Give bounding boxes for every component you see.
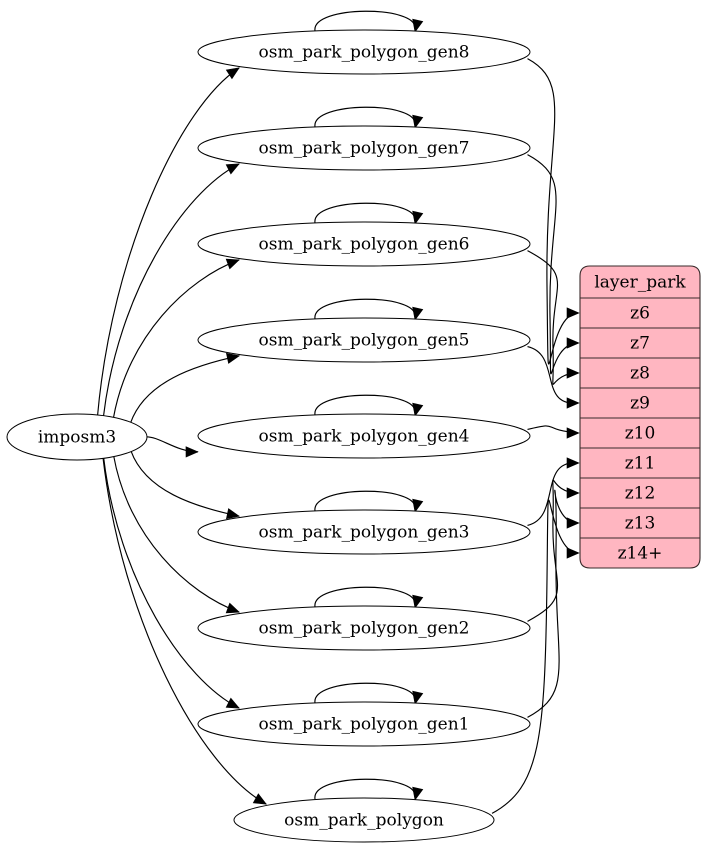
self-loop-gen4	[314, 394, 416, 416]
arrowhead-imposm3-to-gen4	[185, 446, 199, 458]
node-gen2[interactable]	[197, 605, 531, 651]
layer-park-row-z14+[interactable]: z14+	[618, 544, 663, 564]
edge-imposm3-to-base	[102, 457, 267, 805]
node-gen8-label: osm_park_polygon_gen8	[259, 43, 470, 63]
node-base-label: osm_park_polygon	[284, 811, 444, 831]
self-loop-gen3	[314, 490, 416, 512]
node-gen6[interactable]	[197, 221, 531, 267]
arrowhead-gen1-to-z13	[566, 517, 580, 529]
arrowhead-gen2-to-z12	[566, 487, 580, 499]
layer-park-row-z10[interactable]: z10	[625, 424, 656, 444]
arrowhead-imposm3-to-gen6	[225, 258, 240, 270]
arrowhead-gen8-to-z6	[566, 307, 580, 319]
arrowhead-self-loop-gen5	[412, 306, 424, 321]
edge-imposm3-to-gen5	[129, 355, 240, 424]
self-loop-base	[314, 778, 416, 800]
arrowhead-self-loop-gen1	[412, 690, 424, 705]
arrowhead-imposm3-to-gen8	[225, 67, 240, 80]
edge-imposm3-to-gen2	[113, 455, 240, 613]
self-loop-gen1	[314, 682, 416, 704]
arrowhead-gen4-to-z10	[566, 427, 580, 439]
arrowhead-self-loop-gen3	[412, 498, 424, 513]
layer-park-row-z9[interactable]: z9	[630, 394, 650, 414]
arrowhead-imposm3-to-base	[252, 793, 267, 805]
edge-gen7-to-z7	[527, 154, 579, 375]
layer-park-header-label: layer_park	[594, 273, 686, 293]
self-loop-gen8	[314, 10, 416, 32]
edge-imposm3-to-gen6	[112, 259, 240, 419]
node-gen8[interactable]	[197, 29, 531, 75]
arrowhead-self-loop-gen8	[412, 18, 424, 33]
node-imposm3[interactable]	[6, 413, 148, 461]
arrowhead-imposm3-to-gen3	[226, 508, 240, 520]
arrowhead-imposm3-to-gen1	[225, 697, 240, 709]
edge-base-to-z14+	[491, 499, 579, 814]
edge-imposm3-to-gen8	[96, 67, 240, 416]
edge-gen1-to-z13	[527, 489, 579, 718]
arrowhead-gen5-to-z9	[566, 397, 580, 409]
node-gen6-label: osm_park_polygon_gen6	[259, 235, 470, 255]
node-gen5[interactable]	[197, 317, 531, 363]
arrowhead-gen7-to-z7	[566, 337, 580, 349]
edge-imposm3-to-gen7	[102, 163, 240, 417]
arrowhead-gen6-to-z8	[566, 367, 580, 379]
nodes-layer: imposm3 osm_park_polygon_gen8 osm_park_pol…	[6, 29, 531, 843]
edge-gen2-to-z12	[527, 479, 579, 622]
node-gen3[interactable]	[197, 509, 531, 555]
node-gen5-label: osm_park_polygon_gen5	[259, 331, 470, 351]
arrowhead-imposm3-to-gen5	[225, 352, 240, 364]
arrowhead-gen3-to-z11	[566, 457, 580, 469]
arrowhead-imposm3-to-gen2	[225, 602, 240, 614]
self-loop-gen2	[314, 586, 416, 608]
node-gen2-label: osm_park_polygon_gen2	[259, 619, 470, 639]
arrowhead-self-loop-gen2	[412, 594, 424, 609]
node-gen7-label: osm_park_polygon_gen7	[259, 139, 470, 159]
node-gen7[interactable]	[197, 125, 531, 171]
node-base[interactable]	[233, 797, 495, 843]
node-gen4[interactable]	[197, 413, 531, 459]
edges-layer	[96, 10, 580, 814]
layer-park-row-z12[interactable]: z12	[625, 484, 656, 504]
node-gen3-label: osm_park_polygon_gen3	[259, 523, 470, 543]
edge-imposm3-to-gen1	[103, 457, 240, 709]
self-loop-gen7	[314, 106, 416, 128]
arrowhead-self-loop-gen7	[412, 114, 424, 129]
edge-gen8-to-z6	[527, 58, 579, 365]
layer-park-row-z13[interactable]: z13	[625, 514, 656, 534]
layer-park-row-z8[interactable]: z8	[630, 364, 650, 384]
layer-park-row-z7[interactable]: z7	[630, 334, 650, 354]
arrowhead-self-loop-gen4	[412, 402, 424, 417]
arrowhead-imposm3-to-gen7	[225, 163, 240, 175]
arrowhead-base-to-z14+	[566, 547, 580, 559]
edge-imposm3-to-gen3	[130, 450, 240, 517]
arrowhead-self-loop-base	[412, 786, 424, 801]
node-gen1[interactable]	[197, 701, 531, 747]
layer-park-row-z6[interactable]: z6	[630, 304, 650, 324]
layer-park-row-z11[interactable]: z11	[625, 454, 656, 474]
edge-gen6-to-z8	[527, 250, 579, 385]
layer-park-table: layer_park z6 z7 z8 z9 z10 z11 z12 z13 z14+	[579, 265, 701, 569]
layer-park-table-body	[579, 265, 701, 569]
node-gen1-label: osm_park_polygon_gen1	[259, 715, 470, 735]
node-gen4-label: osm_park_polygon_gen4	[259, 427, 470, 447]
self-loop-gen6	[314, 202, 416, 224]
arrowhead-self-loop-gen6	[412, 210, 424, 225]
node-imposm3-label: imposm3	[38, 428, 116, 448]
self-loop-gen5	[314, 298, 416, 320]
